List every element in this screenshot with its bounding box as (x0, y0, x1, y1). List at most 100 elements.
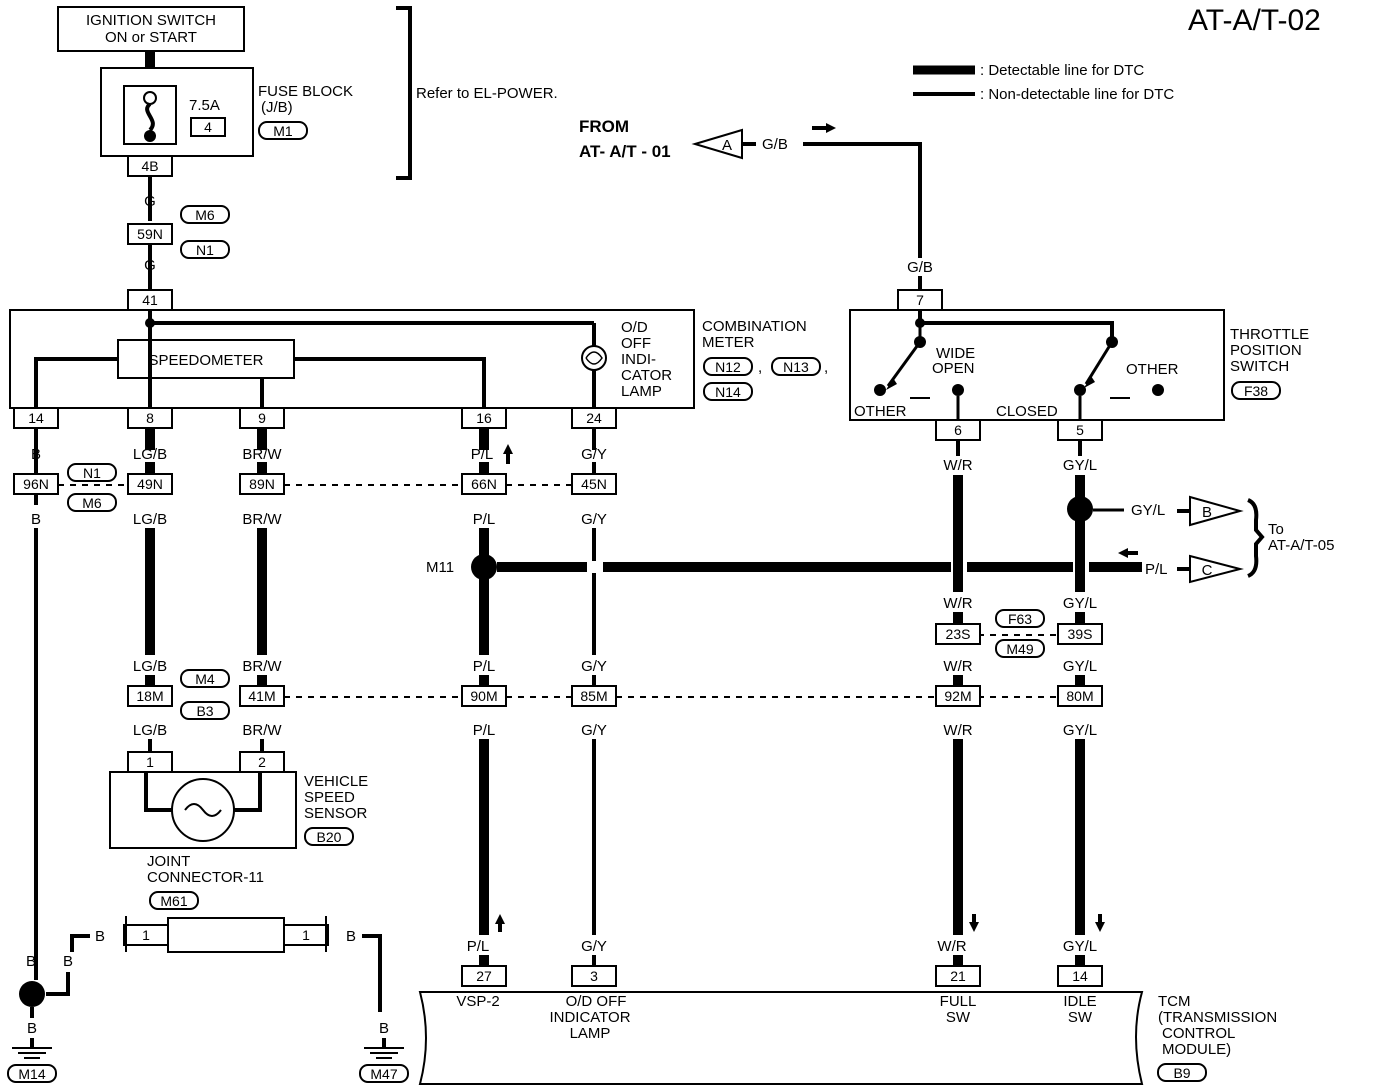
svg-text:96N: 96N (23, 476, 49, 492)
meter-pins: 14 8 9 16 24 (13, 407, 617, 429)
svg-text:TCM: TCM (1158, 993, 1191, 1010)
svg-text:P/L: P/L (473, 658, 496, 675)
svg-text:49N: 49N (137, 476, 163, 492)
svg-text:41: 41 (142, 292, 158, 308)
svg-text:CONTROL: CONTROL (1162, 1025, 1235, 1042)
svg-text:MODULE): MODULE) (1162, 1041, 1231, 1058)
svg-text:SW: SW (1068, 1009, 1093, 1026)
svg-text:90M: 90M (470, 688, 497, 704)
svg-text:OFF: OFF (621, 335, 651, 352)
svg-text:THROTTLE: THROTTLE (1230, 326, 1309, 343)
svg-text:FULL: FULL (940, 993, 977, 1010)
terminal-4b: 4B (127, 155, 173, 177)
svg-text:23S: 23S (946, 626, 971, 642)
svg-text:AT-A/T-05: AT-A/T-05 (1268, 537, 1334, 554)
svg-text:GY/L: GY/L (1063, 595, 1097, 612)
ground-m14: M14 (7, 1047, 57, 1083)
connector-c-ref (1189, 554, 1244, 584)
svg-text:JOINT: JOINT (147, 853, 190, 870)
svg-text:G: G (144, 257, 156, 274)
svg-text:59N: 59N (137, 226, 163, 242)
svg-text:B: B (346, 928, 356, 945)
svg-text:W/R: W/R (937, 938, 966, 955)
svg-text:C: C (1202, 562, 1213, 579)
connector-90m (461, 685, 507, 707)
svg-text:ON or START: ON or START (105, 29, 197, 46)
svg-text:OTHER: OTHER (854, 403, 907, 420)
svg-text:B: B (31, 511, 41, 528)
throttle-position-switch: OTHER WIDE OPEN CLOSED OTHER THROTTLE PO… (849, 309, 1309, 421)
svg-text:G/Y: G/Y (581, 446, 607, 463)
svg-text:GY/L: GY/L (1063, 722, 1097, 739)
svg-text:G/Y: G/Y (581, 722, 607, 739)
svg-text:A: A (722, 137, 732, 154)
svg-text:N12: N12 (715, 359, 741, 375)
connector-85m (571, 685, 617, 707)
splice-m11 (471, 554, 497, 580)
svg-text:92M: 92M (944, 688, 971, 704)
svg-text:N1: N1 (83, 465, 101, 481)
svg-text:18M: 18M (136, 688, 163, 704)
connector-b-ref (1189, 495, 1244, 527)
svg-text:COMBINATION: COMBINATION (702, 318, 807, 335)
svg-text:21: 21 (950, 968, 966, 984)
svg-text:G/B: G/B (907, 259, 933, 276)
svg-text:24: 24 (586, 410, 602, 426)
svg-text:B: B (63, 953, 73, 970)
svg-text:OTHER: OTHER (1126, 361, 1179, 378)
svg-text:41M: 41M (248, 688, 275, 704)
ignition-switch: IGNITION SWITCH ON or START (57, 6, 245, 52)
svg-text:M61: M61 (160, 893, 187, 909)
svg-text:WIDE: WIDE (936, 345, 975, 362)
svg-text:OPEN: OPEN (932, 360, 975, 377)
svg-text:M49: M49 (1006, 641, 1033, 657)
legend: : Detectable line for DTC : Non-detectab… (913, 62, 1174, 103)
connector-92m (935, 685, 981, 707)
svg-text:F38: F38 (1244, 383, 1268, 399)
svg-text:5: 5 (1076, 422, 1084, 438)
svg-text:3: 3 (590, 968, 598, 984)
connector-66n (461, 473, 507, 495)
svg-text:39S: 39S (1068, 626, 1093, 642)
speedometer-label: SPEEDOMETER (148, 352, 263, 369)
connector-45n (571, 473, 617, 495)
svg-text:LG/B: LG/B (133, 658, 167, 675)
svg-text:(J/B): (J/B) (261, 99, 293, 116)
svg-text:BR/W: BR/W (242, 446, 282, 463)
svg-text:,: , (758, 359, 762, 376)
svg-text:M6: M6 (195, 207, 215, 223)
svg-text:INDI-: INDI- (621, 351, 656, 368)
svg-text:BR/W: BR/W (242, 511, 282, 528)
connector-18m (127, 685, 173, 707)
svg-text:B3: B3 (196, 703, 213, 719)
legend-non-detectable: : Non-detectable line for DTC (980, 86, 1174, 103)
from-reference: FROM AT- A/T - 01 A G/B (579, 117, 836, 161)
svg-text:B: B (379, 1020, 389, 1037)
svg-text:SWITCH: SWITCH (1230, 358, 1289, 375)
svg-text:4B: 4B (141, 158, 158, 174)
svg-text:LG/B: LG/B (133, 446, 167, 463)
svg-text:W/R: W/R (943, 595, 972, 612)
svg-text:1: 1 (142, 927, 150, 943)
refer-text: Refer to EL-POWER. (416, 85, 558, 102)
svg-text:W/R: W/R (943, 457, 972, 474)
connector-80m (1057, 685, 1103, 707)
svg-text:B: B (31, 446, 41, 463)
svg-text:IGNITION SWITCH: IGNITION SWITCH (86, 12, 216, 29)
svg-text:14: 14 (28, 410, 44, 426)
svg-text:P/L: P/L (1145, 561, 1168, 578)
svg-text:N13: N13 (783, 359, 809, 375)
svg-text:SPEED: SPEED (304, 789, 355, 806)
svg-text:1: 1 (146, 754, 154, 770)
combination-meter: SPEEDOMETER O/D OFF INDI- CATOR LAMP COM… (9, 309, 828, 409)
connector-39s (1057, 623, 1103, 645)
svg-text:N14: N14 (715, 384, 741, 400)
fuse-block: 7.5A 4 FUSE BLOCK (J/B) M1 (100, 67, 353, 157)
svg-text:LG/B: LG/B (133, 722, 167, 739)
svg-text:P/L: P/L (473, 511, 496, 528)
connector-49n (127, 473, 173, 495)
svg-text:B9: B9 (1173, 1065, 1190, 1081)
svg-text:B: B (27, 1020, 37, 1037)
svg-text:SENSOR: SENSOR (304, 805, 368, 822)
